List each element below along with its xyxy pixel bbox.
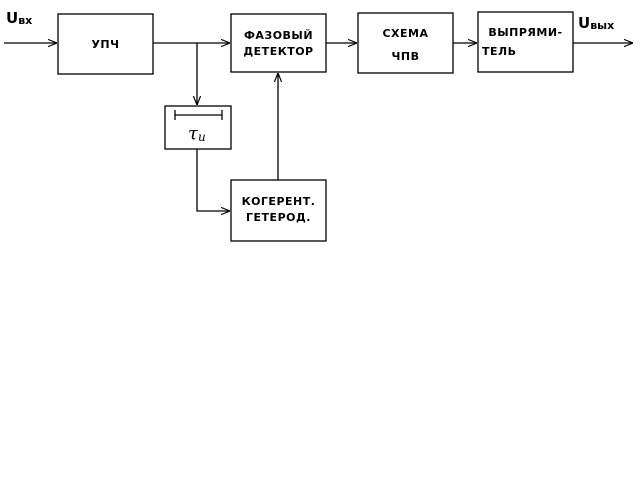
delay-block: τи [164, 105, 232, 150]
phase-detector-block: ФАЗОВЫЙ ДЕТЕКТОР [230, 13, 327, 73]
oscillator-label-line1: КОГЕРЕНТ. [242, 195, 316, 208]
coherent-oscillator-block: КОГЕРЕНТ. ГЕТЕРОД. [230, 179, 327, 242]
rectifier-label-line1: ВЫПРЯМИ- [488, 26, 562, 39]
oscillator-label-line2: ГЕТЕРОД. [246, 211, 311, 224]
chpv-label-line2: ЧПВ [392, 50, 420, 63]
delay-to-oscillator-arrow [196, 149, 230, 211]
phase-detector-label-line2: ДЕТЕКТОР [243, 45, 313, 58]
chpv-block: СХЕМА ЧПВ [357, 12, 454, 74]
rectifier-block: ВЫПРЯМИ- ТЕЛЬ [477, 11, 574, 73]
delay-symbol: τи [188, 123, 206, 144]
upch-label: УПЧ [91, 38, 119, 51]
output-signal-label: Uвых [578, 14, 614, 32]
chpv-label-line1: СХЕМА [382, 27, 428, 40]
input-signal-label: Uвх [6, 9, 32, 27]
rectifier-label-line2: ТЕЛЬ [482, 45, 517, 58]
phase-detector-label-line1: ФАЗОВЫЙ [244, 29, 313, 42]
upch-block: УПЧ [57, 13, 154, 75]
